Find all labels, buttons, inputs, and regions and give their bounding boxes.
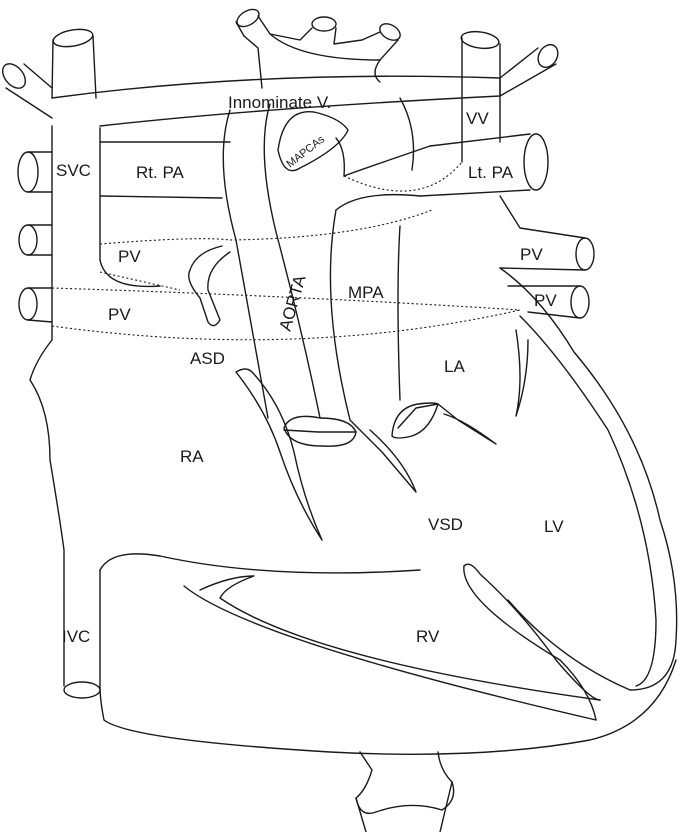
left-pulmonary-and-main-pa bbox=[329, 97, 549, 439]
ipv-dashed bbox=[229, 209, 433, 241]
mapcas-vessel bbox=[277, 110, 349, 172]
left-pulmonary-veins bbox=[499, 195, 595, 319]
label-rt-pa: Rt. PA bbox=[136, 163, 185, 182]
label-ivc: IVC bbox=[62, 627, 90, 646]
label-innominate-v: Innominate V. bbox=[228, 93, 331, 112]
label-svc: SVC bbox=[56, 161, 91, 180]
label-lt-pa: Lt. PA bbox=[468, 163, 514, 182]
label-vv: VV bbox=[466, 109, 489, 128]
label-pv-lower-left: PV bbox=[534, 291, 557, 310]
aorta-vessel bbox=[222, 103, 357, 447]
left-atrium-dashed-outline bbox=[51, 287, 521, 341]
label-ra: RA bbox=[180, 447, 204, 466]
label-pv-lower-right: PV bbox=[108, 305, 131, 324]
label-aorta: AORTA bbox=[276, 272, 310, 333]
right-pulmonary-veins bbox=[18, 224, 181, 323]
label-lv: LV bbox=[544, 517, 564, 536]
label-mpa: MPA bbox=[348, 283, 384, 302]
label-asd: ASD bbox=[190, 349, 225, 368]
rpa-dashed bbox=[99, 238, 231, 245]
vertical-vein bbox=[460, 30, 559, 163]
label-rv: RV bbox=[416, 627, 440, 646]
arch-branch-vessels bbox=[235, 8, 401, 89]
label-la: LA bbox=[444, 357, 465, 376]
label-pv-upper-left: PV bbox=[520, 245, 543, 264]
label-vsd: VSD bbox=[428, 515, 463, 534]
right-pulmonary-artery bbox=[17, 141, 231, 199]
heart-chambers-outline bbox=[29, 267, 678, 832]
vsd-septal-lines bbox=[349, 329, 529, 493]
label-pv-upper-right: PV bbox=[118, 247, 141, 266]
pv-branch bbox=[188, 245, 231, 327]
svc-vessel bbox=[1, 28, 101, 341]
